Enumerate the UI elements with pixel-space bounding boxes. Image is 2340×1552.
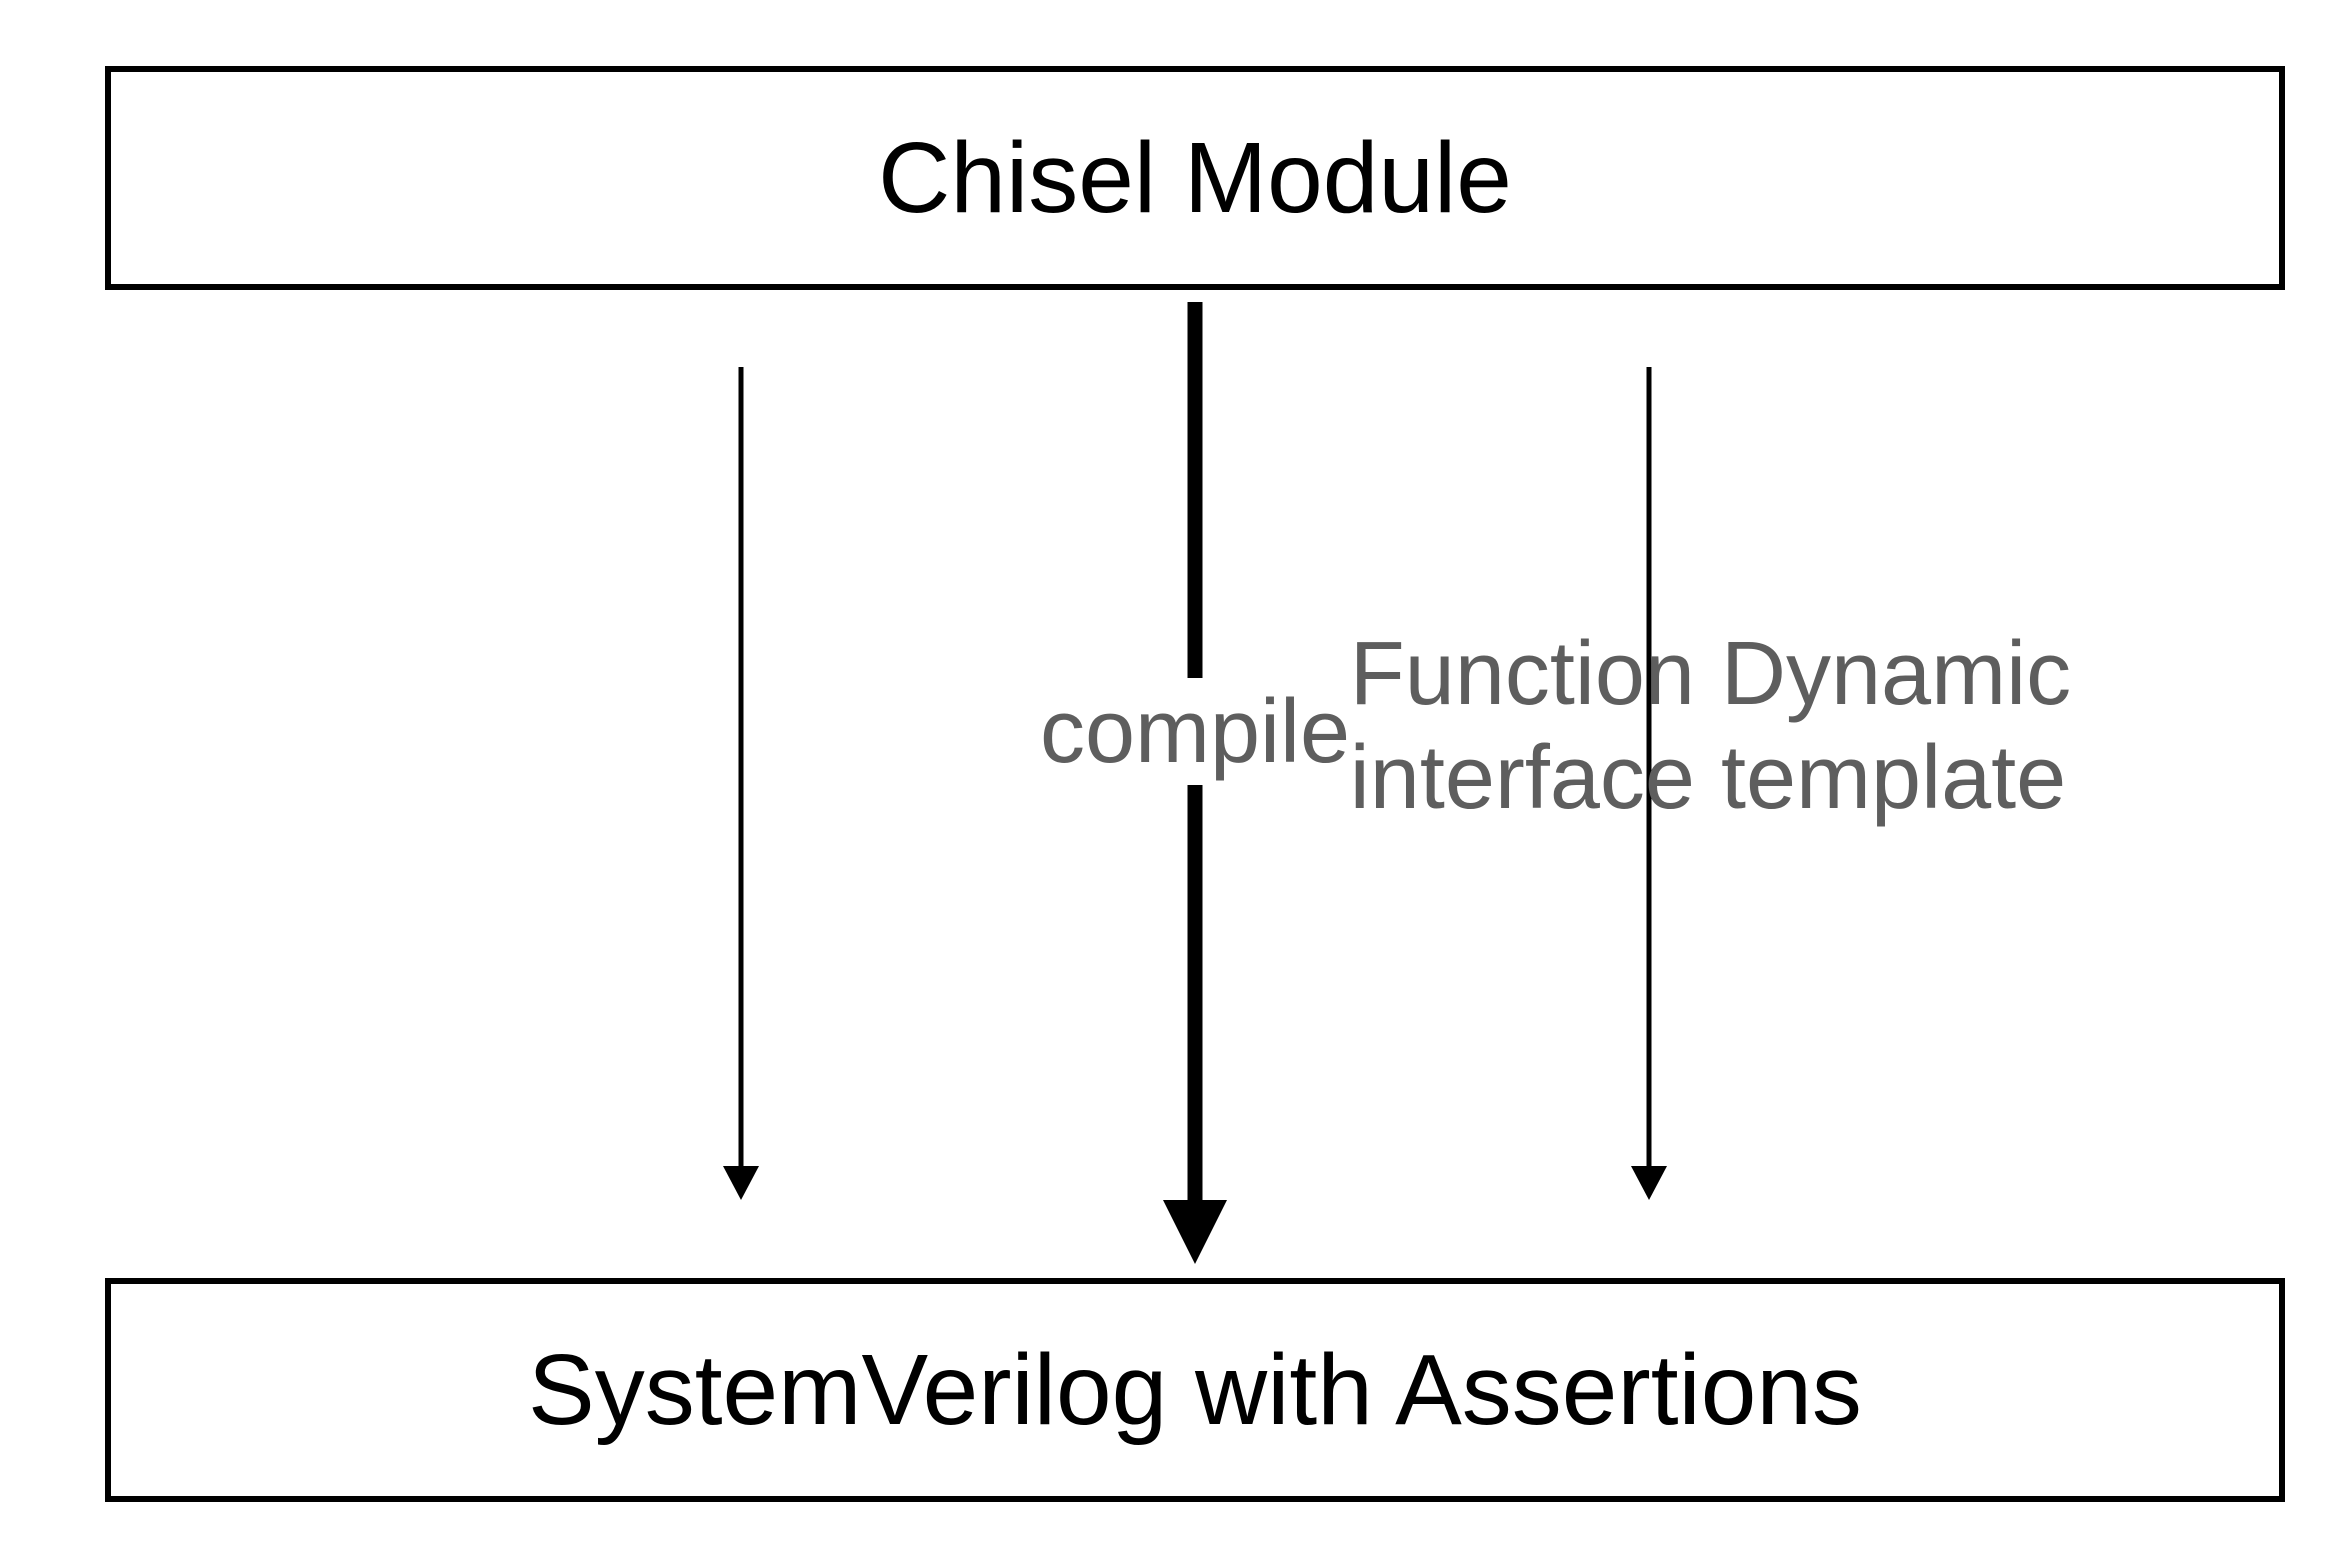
function-interface-line-1: Function bbox=[1349, 624, 1695, 724]
function-interface-line-2: interface bbox=[1349, 728, 1695, 828]
function-interface-arrow bbox=[723, 367, 759, 1200]
dynamic-template-arrow bbox=[1631, 367, 1667, 1200]
dynamic-template-label: Dynamic template bbox=[1721, 622, 2071, 830]
function-interface-label: Function interface bbox=[1350, 622, 1695, 830]
chisel-module-label: Chisel Module bbox=[878, 122, 1512, 234]
compile-arrow bbox=[1163, 302, 1227, 1264]
dynamic-template-line-2: template bbox=[1721, 728, 2067, 828]
dynamic-template-line-1: Dynamic bbox=[1721, 624, 2072, 724]
systemverilog-box: SystemVerilog with Assertions bbox=[105, 1278, 2285, 1502]
chisel-module-box: Chisel Module bbox=[105, 66, 2285, 290]
compile-label: compile bbox=[1039, 682, 1351, 782]
systemverilog-label: SystemVerilog with Assertions bbox=[528, 1334, 1862, 1446]
